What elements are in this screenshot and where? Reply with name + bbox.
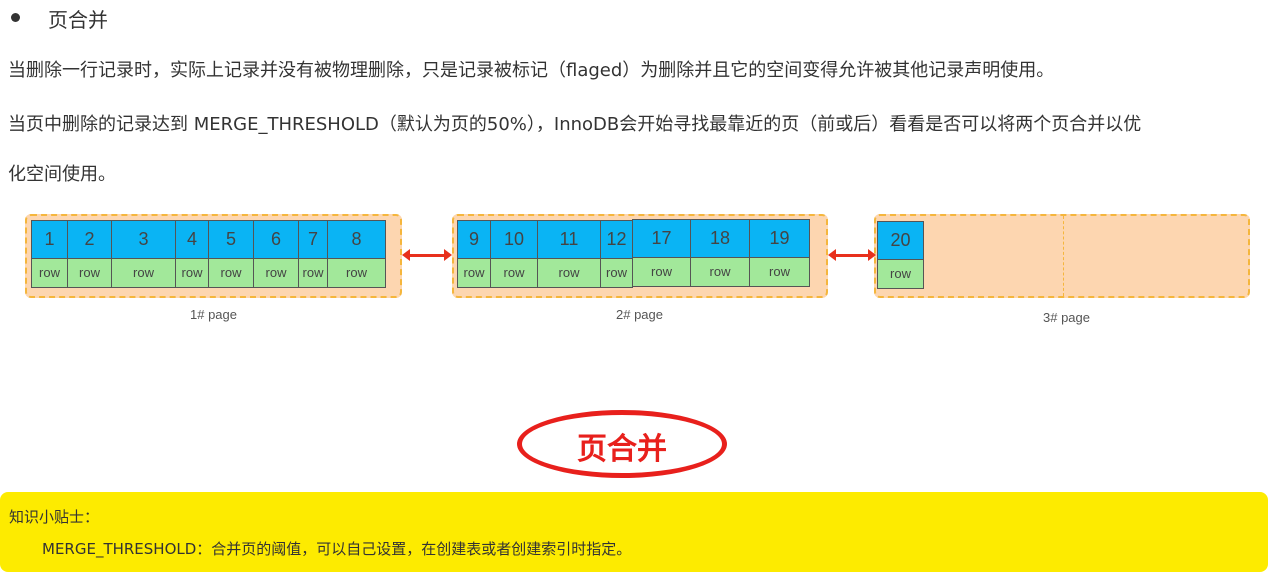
record-id: 12 bbox=[600, 220, 633, 259]
record-row: row bbox=[877, 259, 924, 289]
record-row: row bbox=[175, 258, 209, 288]
callout-ellipse bbox=[517, 410, 727, 478]
record-id: 3 bbox=[111, 220, 176, 259]
page-label-2: 2# page bbox=[616, 307, 663, 322]
record-id: 17 bbox=[632, 219, 691, 258]
page-label-3: 3# page bbox=[1043, 310, 1090, 325]
tip-text: MERGE_THRESHOLD：合并页的阈值，可以自己设置，在创建表或者创建索引… bbox=[42, 540, 632, 558]
paragraph-2-cont: 化空间使用。 bbox=[8, 164, 116, 185]
record-id: 18 bbox=[690, 219, 750, 258]
record-row: row bbox=[632, 257, 691, 287]
record-id: 6 bbox=[253, 220, 299, 259]
record-id: 4 bbox=[175, 220, 209, 259]
record-id: 1 bbox=[31, 220, 68, 259]
record-id: 19 bbox=[749, 219, 810, 258]
record-row: row bbox=[690, 257, 750, 287]
record-row: row bbox=[31, 258, 68, 288]
record-row: row bbox=[253, 258, 299, 288]
record-row: row bbox=[749, 257, 810, 287]
record-id: 2 bbox=[67, 220, 112, 259]
record-row: row bbox=[490, 258, 538, 288]
record-row: row bbox=[67, 258, 112, 288]
record-id: 20 bbox=[877, 221, 924, 260]
record-row: row bbox=[600, 258, 633, 288]
record-id: 10 bbox=[490, 220, 538, 259]
record-id: 8 bbox=[327, 220, 386, 259]
record-row: row bbox=[327, 258, 386, 288]
section-heading: 页合并 bbox=[48, 8, 108, 32]
bullet-icon bbox=[11, 13, 20, 22]
tip-box: 知识小贴士： MERGE_THRESHOLD：合并页的阈值，可以自己设置，在创建… bbox=[0, 492, 1268, 572]
record-row: row bbox=[537, 258, 601, 288]
link-arrow-2-3 bbox=[828, 249, 876, 261]
page-3 bbox=[874, 214, 1250, 298]
record-id: 5 bbox=[208, 220, 254, 259]
paragraph-2: 当页中删除的记录达到 MERGE_THRESHOLD（默认为页的50%），Inn… bbox=[8, 114, 1142, 135]
record-id: 9 bbox=[457, 220, 491, 259]
link-arrow-1-2 bbox=[402, 249, 452, 261]
page-label-1: 1# page bbox=[190, 307, 237, 322]
tip-title: 知识小贴士： bbox=[9, 508, 100, 526]
record-id: 7 bbox=[298, 220, 328, 259]
record-row: row bbox=[298, 258, 328, 288]
record-id: 11 bbox=[537, 220, 601, 259]
callout-text: 页合并 bbox=[577, 432, 667, 467]
record-row: row bbox=[208, 258, 254, 288]
paragraph-1: 当删除一行记录时，实际上记录并没有被物理删除，只是记录被标记（flaged）为删… bbox=[8, 60, 1055, 81]
record-row: row bbox=[457, 258, 491, 288]
record-row: row bbox=[111, 258, 176, 288]
